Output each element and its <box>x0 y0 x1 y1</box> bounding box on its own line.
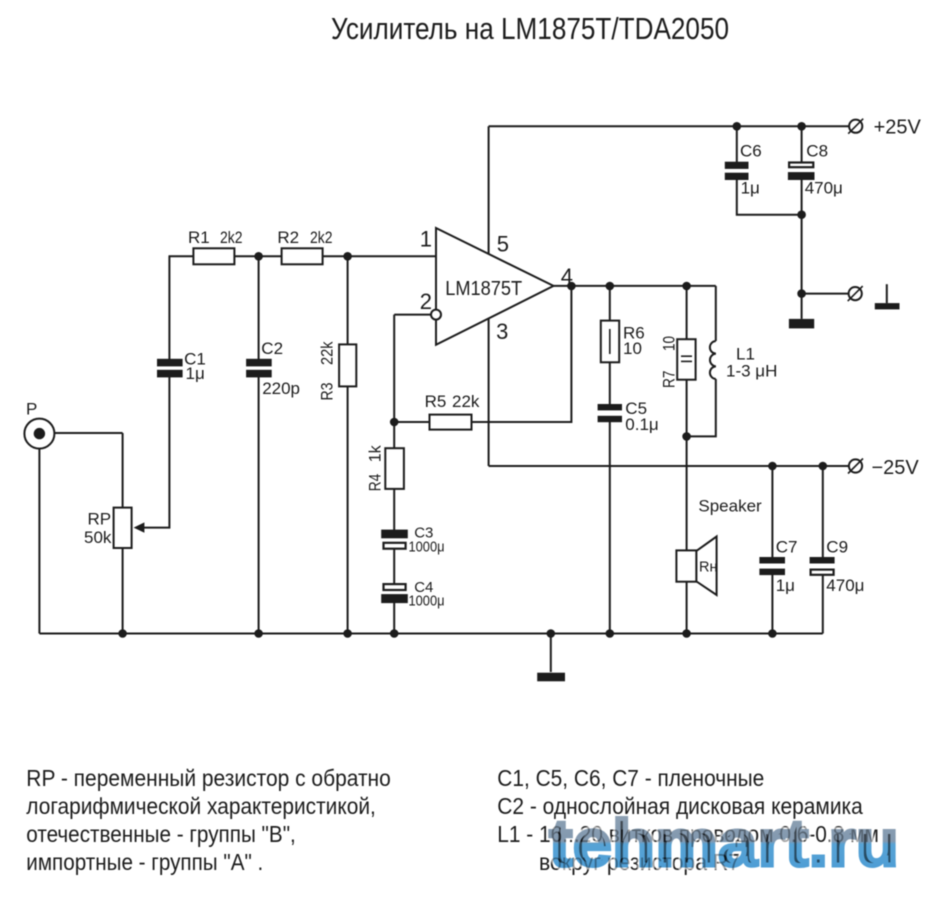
svg-text:4: 4 <box>561 264 573 289</box>
svg-text:1: 1 <box>420 226 432 251</box>
svg-text:0.1μ: 0.1μ <box>625 415 658 434</box>
svg-text:C1: C1 <box>184 350 206 369</box>
svg-text:1-3 μH: 1-3 μH <box>726 362 777 381</box>
svg-text:R2: R2 <box>277 228 299 247</box>
svg-text:R4: R4 <box>365 474 384 492</box>
svg-text:импортные - группы "А" .: импортные - группы "А" . <box>26 849 263 875</box>
svg-text:tehmart.ru: tehmart.ru <box>549 806 899 881</box>
svg-text:Speaker: Speaker <box>698 497 762 516</box>
svg-text:C4: C4 <box>414 579 433 596</box>
svg-text:5: 5 <box>497 231 509 256</box>
svg-text:C2: C2 <box>261 339 283 358</box>
svg-text:логарифмической характеристико: логарифмической характеристикой, <box>26 793 376 819</box>
svg-text:RP - переменный резистор с обр: RP - переменный резистор с обратно <box>26 765 391 791</box>
svg-text:R1: R1 <box>188 228 210 247</box>
svg-text:22k: 22k <box>452 392 480 411</box>
svg-text:470μ: 470μ <box>805 178 843 197</box>
svg-text:−25V: −25V <box>872 457 920 479</box>
svg-text:RP: RP <box>88 510 112 529</box>
svg-text:1000μ: 1000μ <box>409 593 445 610</box>
svg-text:вокруг резистора R7: вокруг резистора R7 <box>539 849 740 875</box>
svg-text:10: 10 <box>623 339 642 358</box>
svg-text:22k: 22k <box>318 341 337 365</box>
svg-text:2k2: 2k2 <box>220 228 243 247</box>
svg-text:+25V: +25V <box>874 117 922 139</box>
svg-text:R3: R3 <box>318 383 337 401</box>
svg-text:3: 3 <box>496 319 508 344</box>
svg-text:C1, C5, C6, C7 - пленочные: C1, C5, C6, C7 - пленочные <box>497 765 764 791</box>
svg-text:1μ: 1μ <box>741 178 760 197</box>
svg-text:470μ: 470μ <box>826 576 864 595</box>
svg-text:C9: C9 <box>826 537 848 556</box>
svg-text:P: P <box>26 400 37 419</box>
svg-text:C2 - однослойная дисковая кера: C2 - однослойная дисковая керамика <box>497 793 863 819</box>
svg-text:1k: 1k <box>365 445 384 462</box>
svg-text:1μ: 1μ <box>186 364 205 383</box>
svg-text:tehmart.ru: tehmart.ru <box>549 806 899 881</box>
svg-text:L1: L1 <box>736 345 755 364</box>
svg-text:LM1875T: LM1875T <box>445 278 522 300</box>
svg-text:10: 10 <box>660 336 679 351</box>
svg-text:220p: 220p <box>262 379 300 398</box>
svg-text:отечественные - группы "В",: отечественные - группы "В", <box>26 821 296 847</box>
svg-text:Rн: Rн <box>699 560 717 576</box>
svg-text:R6: R6 <box>623 324 645 343</box>
svg-text:1μ: 1μ <box>776 576 795 595</box>
svg-text:2: 2 <box>420 289 432 314</box>
svg-text:C3: C3 <box>414 525 433 542</box>
svg-text:C5: C5 <box>625 399 647 418</box>
svg-text:2k2: 2k2 <box>310 228 333 247</box>
svg-text:C8: C8 <box>806 141 828 160</box>
svg-text:Усилитель на LM1875T/TDA2050: Усилитель на LM1875T/TDA2050 <box>331 11 729 46</box>
svg-text:C6: C6 <box>740 141 762 160</box>
svg-text:C7: C7 <box>776 537 798 556</box>
svg-text:R7: R7 <box>660 371 679 389</box>
svg-text:1000μ: 1000μ <box>409 539 445 556</box>
svg-text:R5: R5 <box>425 392 447 411</box>
svg-text:50k: 50k <box>84 528 112 547</box>
svg-text:L1 - 16...20 витков проводом 0: L1 - 16...20 витков проводом 0.6-0.8 мм <box>497 821 879 847</box>
